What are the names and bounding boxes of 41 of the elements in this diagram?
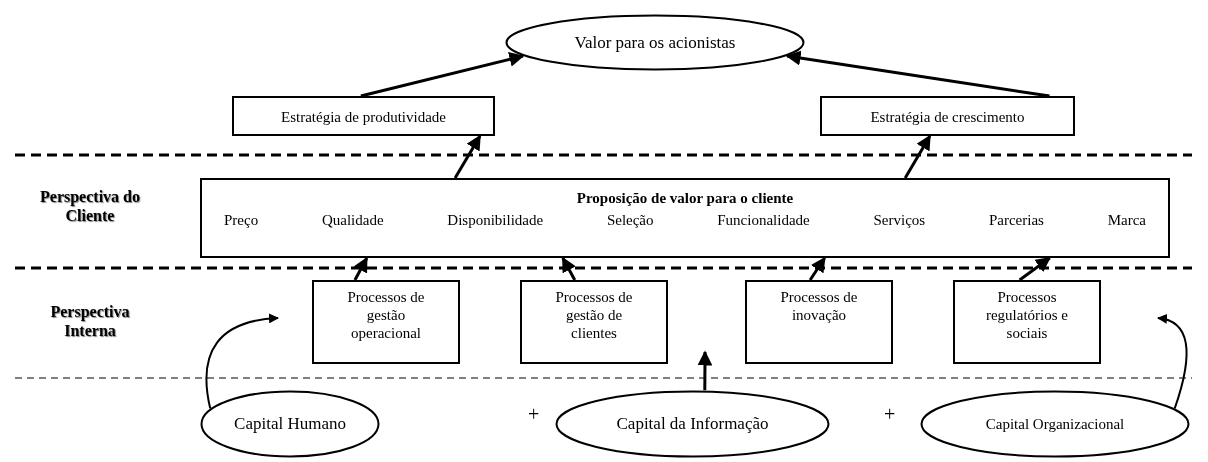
node-text: Capital Humano (234, 415, 346, 433)
node-text: Capital Organizacional (985, 415, 1125, 433)
perspective-label: Perspectiva Interna (49, 302, 131, 340)
node-text: Capital da Informação (616, 415, 769, 433)
value-proposition-box (200, 178, 1170, 258)
plus-sign: + (884, 403, 896, 426)
arrow (1157, 314, 1188, 410)
process-box (312, 280, 460, 364)
value-attribute: Marca (1107, 211, 1146, 229)
arrow (1018, 256, 1051, 282)
arrow (453, 134, 482, 179)
arrow (205, 313, 279, 410)
node-text: Estratégia de crescimento (869, 108, 1026, 126)
arrow (785, 50, 1050, 98)
arrow (808, 256, 826, 281)
plus-sign: + (528, 403, 540, 426)
strategy-box (232, 96, 495, 136)
process-box (520, 280, 668, 364)
arrow (353, 256, 369, 281)
value-attribute: Funcionalidade (717, 211, 810, 229)
process-box (953, 280, 1101, 364)
node-text: Processos de gestão de clientes (554, 288, 634, 342)
node-text: Valor para os acionistas (574, 33, 736, 52)
value-attribute: Preço (224, 211, 259, 229)
node-text: Processos regulatórios e sociais (984, 288, 1070, 342)
node-text: Processos de gestão operacional (346, 288, 426, 342)
node-text: Processos de inovação (779, 288, 859, 324)
value-attribute: Disponibilidade (447, 211, 544, 229)
process-box (745, 280, 893, 364)
perspective-label: Perspectiva do Cliente (40, 187, 140, 225)
strategy-box (820, 96, 1075, 136)
node-text: Estratégia de produtividade (280, 108, 447, 126)
box-heading: Proposição de valor para o cliente (575, 189, 795, 207)
arrow (360, 51, 525, 98)
value-attribute: Qualidade (321, 211, 384, 229)
value-attribute: Parcerias (988, 211, 1044, 229)
arrow (697, 350, 713, 391)
arrow (903, 134, 932, 179)
value-attribute: Serviços (873, 211, 926, 229)
arrow (561, 256, 577, 281)
value-attribute: Seleção (606, 211, 654, 229)
